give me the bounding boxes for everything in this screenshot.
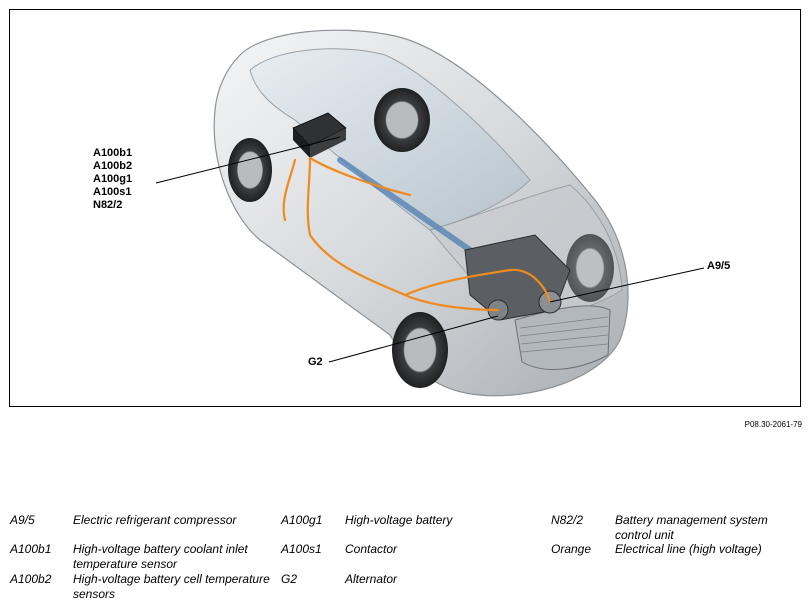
legend-code: A100s1 xyxy=(281,542,322,556)
legend-code: G2 xyxy=(281,572,298,586)
reference-code: P08.30-2061-79 xyxy=(744,420,802,429)
legend-description: High-voltage battery coolant inlet tempe… xyxy=(73,542,248,571)
callout-g2: G2 xyxy=(308,356,323,368)
legend-description: Electric refrigerant compressor xyxy=(73,513,237,527)
wheel-front-left xyxy=(392,312,448,388)
callout-a100g1: A100g1 xyxy=(93,173,133,185)
legend-code: A9/5 xyxy=(10,513,35,527)
callout-a100b2: A100b2 xyxy=(93,160,133,172)
wheel-spare xyxy=(374,88,430,152)
wheel-rear-left xyxy=(228,138,272,202)
vehicle-cutaway-illustration xyxy=(155,29,705,397)
legend-description: High-voltage battery xyxy=(345,513,453,527)
legend-description: Contactor xyxy=(345,542,398,556)
legend-code: Orange xyxy=(551,542,592,556)
high-voltage-lines xyxy=(282,156,552,312)
legend-code: A100b2 xyxy=(10,572,52,586)
callout-a100s1: A100s1 xyxy=(93,186,132,198)
callout-a100b1: A100b1 xyxy=(93,147,133,159)
legend-description: High-voltage battery cell temperature se… xyxy=(73,572,270,601)
illustration-frame: A100b1 A100b2 A100g1 A100s1 N82/2 A9/5 G… xyxy=(9,9,801,407)
legend-description: Battery management system control unit xyxy=(615,513,768,542)
legend-code: A100g1 xyxy=(281,513,323,527)
legend-code: A100b1 xyxy=(10,542,52,556)
leader-line-a95 xyxy=(549,267,705,303)
legend-description: Electrical line (high voltage) xyxy=(615,542,762,556)
drive-shaft xyxy=(337,157,473,253)
wheel-front-right xyxy=(566,234,614,302)
leader-line-g2 xyxy=(328,315,499,363)
legend-description: Alternator xyxy=(345,572,398,586)
callout-group-labels: A100b1 A100b2 A100g1 A100s1 N82/2 xyxy=(93,147,132,212)
legend-code: N82/2 xyxy=(551,513,584,527)
leader-line-group xyxy=(155,136,341,184)
callout-n82-2: N82/2 xyxy=(93,199,123,211)
callout-a9-5: A9/5 xyxy=(707,260,731,272)
